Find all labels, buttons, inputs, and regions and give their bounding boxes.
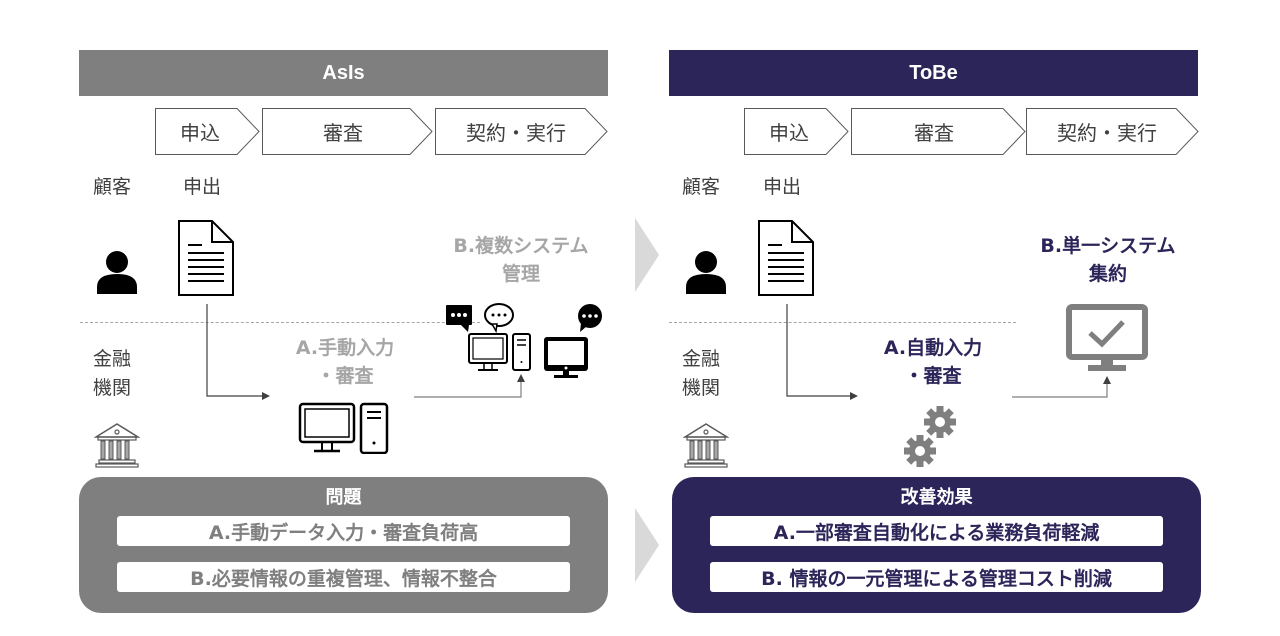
tobe-flow-arrow-to-system (1012, 376, 1111, 398)
asis-lane-divider (80, 322, 480, 323)
chat-bubble-icon (446, 305, 472, 332)
asis-flow-arrow-to-systems (414, 374, 525, 398)
tobe-bank-label-line2: 機関 (682, 377, 721, 399)
asis-bank-label-line2: 機関 (93, 377, 132, 399)
tobe-flow-arrow-to-review (786, 304, 858, 400)
tobe-effect-item: B. 情報の一元管理による管理コスト削減 (710, 562, 1163, 592)
person-icon (97, 251, 137, 294)
tobe-callout-a-line2: ・審査 (904, 365, 962, 387)
person-icon (686, 251, 726, 294)
transition-arrow-top (635, 218, 659, 292)
asis-step-apply: 申込 (180, 121, 220, 145)
asis-header: AsIs (79, 50, 608, 96)
asis-step-shape-review (262, 108, 433, 155)
asis-step-shape-apply (155, 108, 260, 155)
tobe-step-apply: 申込 (769, 121, 809, 145)
tobe-callout-a: A.自動入力 ・審査 (858, 334, 1008, 390)
asis-customer-action-label: 申出 (183, 176, 222, 198)
asis-callout-a: A.手動入力 ・審査 (270, 334, 420, 390)
bank-icon (683, 423, 729, 468)
chat-bubble-outline-icon (484, 303, 514, 334)
monitor-check-icon (1066, 304, 1148, 371)
asis-flow-arrow-to-review (206, 304, 270, 400)
monitor-solid-icon (544, 337, 588, 378)
tobe-callout-b-line1: B.単一システム (1040, 235, 1176, 257)
asis-step-contract: 契約・実行 (466, 121, 566, 145)
gears-icon (904, 406, 956, 467)
transition-arrow-bottom (635, 508, 659, 582)
tobe-callout-a-line1: A.自動入力 (883, 337, 983, 359)
tobe-effect-title: 改善効果 (900, 487, 973, 508)
asis-callout-b-line1: B.複数システム (453, 235, 589, 257)
tobe-step-shape-review (851, 108, 1026, 155)
tobe-customer-action-label: 申出 (763, 176, 802, 198)
tobe-step-shape-contract (1026, 108, 1199, 155)
tobe-bank-label-line1: 金融 (682, 348, 721, 370)
asis-step-chevrons (155, 108, 608, 155)
asis-callout-a-line2: ・審査 (316, 365, 374, 387)
tobe-callout-b-line2: 集約 (1088, 263, 1127, 285)
tobe-step-shape-apply (744, 108, 849, 155)
tobe-lane-divider (669, 322, 1016, 323)
asis-customer-label: 顧客 (93, 176, 132, 198)
tobe-callout-b: B.単一システム 集約 (1026, 232, 1190, 288)
multiple-systems-icon (446, 303, 602, 378)
asis-problem-item: A.手動データ入力・審査負荷高 (117, 516, 570, 546)
asis-process-steps: 申込 審査 契約・実行 (155, 108, 610, 155)
document-icon (758, 220, 814, 296)
asis-bank-label-line1: 金融 (93, 348, 132, 370)
desktop-computer-icon (298, 402, 389, 454)
bank-icon (94, 423, 140, 468)
tobe-step-contract: 契約・実行 (1057, 121, 1157, 145)
asis-problem-title: 問題 (325, 487, 362, 508)
asis-step-shape-contract (435, 108, 608, 155)
document-icon (178, 220, 234, 296)
tobe-process-steps: 申込 審査 契約・実行 (744, 108, 1199, 155)
asis-callout-b-line2: 管理 (501, 263, 540, 285)
asis-step-review: 審査 (323, 121, 363, 145)
desktop-outline-icon (468, 333, 531, 371)
chat-bubble-round-icon (578, 304, 602, 332)
tobe-effect-box: 改善効果 A.一部審査自動化による業務負荷軽減 B. 情報の一元管理による管理コ… (672, 477, 1201, 613)
tobe-header: ToBe (669, 50, 1198, 96)
tobe-step-chevrons (744, 108, 1199, 155)
tobe-effect-item: A.一部審査自動化による業務負荷軽減 (710, 516, 1163, 546)
tobe-step-review: 審査 (914, 121, 954, 145)
asis-problem-item: B.必要情報の重複管理、情報不整合 (117, 562, 570, 592)
tobe-customer-label: 顧客 (682, 176, 721, 198)
asis-problem-box: 問題 A.手動データ入力・審査負荷高 B.必要情報の重複管理、情報不整合 (79, 477, 608, 613)
asis-callout-a-line1: A.手動入力 (295, 337, 395, 359)
asis-callout-b: B.複数システム 管理 (440, 232, 602, 288)
